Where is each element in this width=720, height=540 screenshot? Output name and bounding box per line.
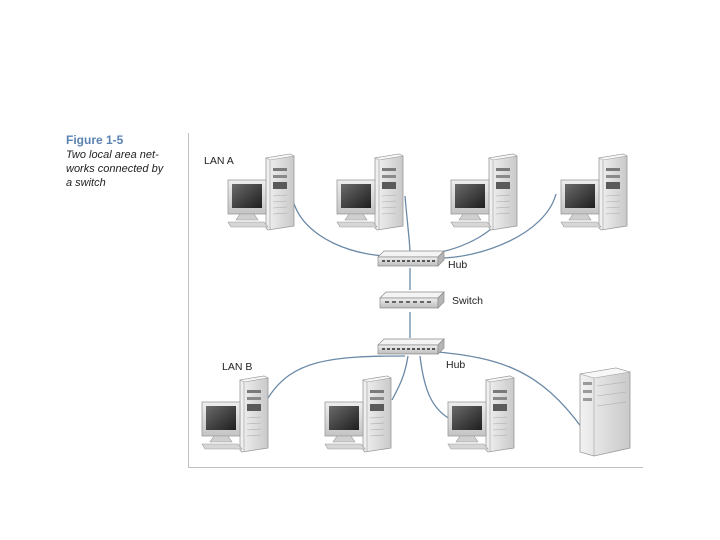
lan-b-cables [267,351,583,429]
figure-number: Figure 1-5 [66,133,124,147]
switch-label: Switch [452,295,483,307]
diagram-frame [188,133,643,468]
hub-icon [377,338,445,355]
workstation-icon [324,375,392,453]
workstation-icon [201,375,269,453]
hub-top-label: Hub [448,259,467,271]
figure-caption: Figure 1-5 Two local area net- works con… [66,133,176,190]
caption-line-3: a switch [66,177,106,189]
switch-icon [379,291,445,309]
server-icon [579,367,631,457]
hub-bottom-label: Hub [446,359,465,371]
caption-line-2: works connected by [66,163,164,175]
caption-line-1: Two local area net- [66,149,159,161]
workstation-icon [447,375,515,453]
lan-b-label: LAN B [222,361,252,373]
workstation-icon [336,153,404,231]
workstation-icon [560,153,628,231]
workstation-icon [450,153,518,231]
hub-icon [377,250,445,267]
lan-a-label: LAN A [204,155,234,167]
workstation-icon [227,153,295,231]
